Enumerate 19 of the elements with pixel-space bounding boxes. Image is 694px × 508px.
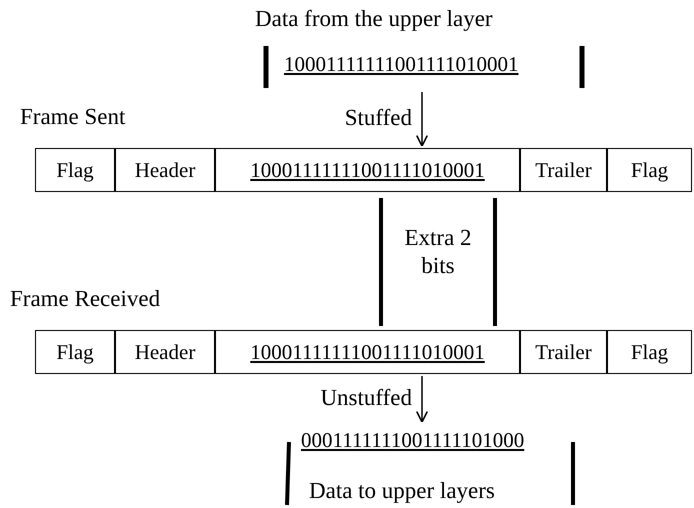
bit-string: 0001111111001111101000 [301,428,524,453]
trailer-field: Trailer [520,148,607,192]
bit-string: 10001111111001111010001 [284,52,518,77]
data-bits-field: 10001111111001111010001 [215,330,520,374]
header-field: Header [115,148,215,192]
frame-heading: Frame Sent [20,104,126,130]
flag-field: Flag [607,330,692,374]
flag-field: Flag [607,148,692,192]
note-text: Extra 2 bits [403,224,473,280]
frame-heading: Frame Received [10,286,160,312]
header-field: Header [115,330,215,374]
arrow [416,92,428,147]
layer-caption: Data to upper layers [309,478,495,504]
arrow [416,376,428,423]
flag-field: Flag [35,330,115,374]
trailer-field: Trailer [520,330,607,374]
flag-field: Flag [35,148,115,192]
data-bits-field: 10001111111001111010001 [215,148,520,192]
layer-caption: Data from the upper layer [255,6,493,32]
